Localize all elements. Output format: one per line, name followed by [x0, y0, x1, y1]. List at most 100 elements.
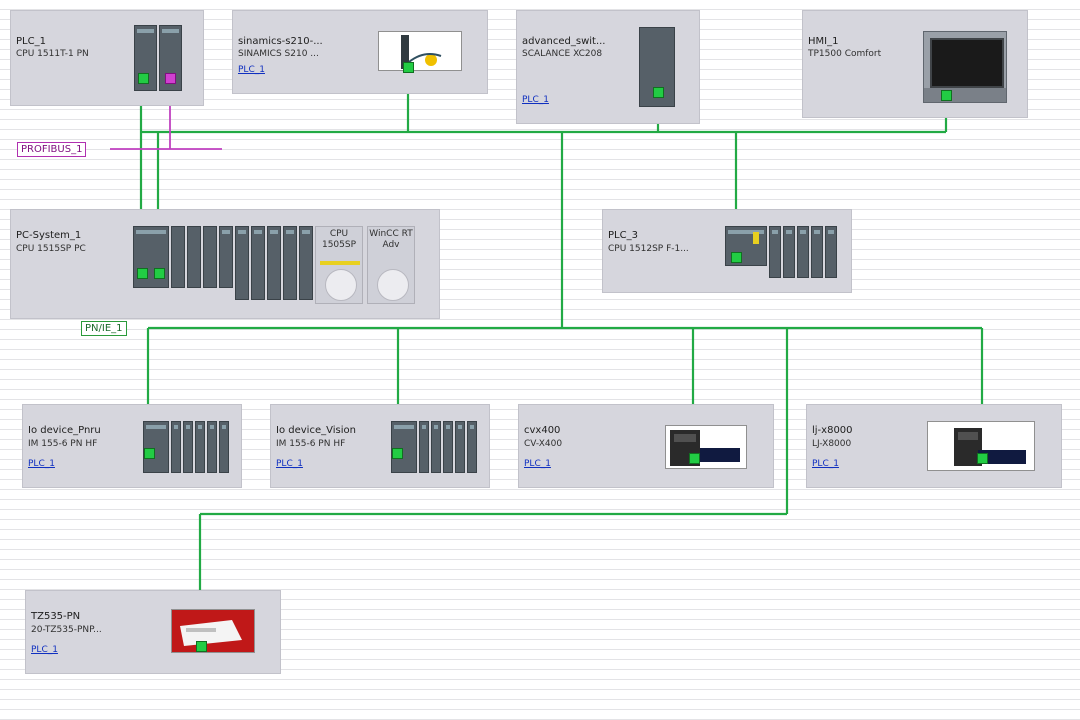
profinet-port[interactable] — [653, 87, 664, 98]
device-sinamics[interactable]: sinamics-s210-... SINAMICS S210 ... PLC_… — [232, 10, 488, 94]
cpu-panel-label: CPU 1505SP — [321, 229, 357, 250]
device-name: lj-x8000 — [812, 425, 853, 436]
io-module — [235, 226, 249, 300]
device-name: sinamics-s210-... — [238, 36, 323, 47]
io-module — [431, 421, 441, 473]
device-name: PC-System_1 — [16, 230, 82, 241]
io-module — [283, 226, 297, 300]
device-type: LJ-X8000 — [812, 439, 852, 449]
io-module — [251, 226, 265, 300]
io-module — [219, 421, 229, 473]
profinet-port[interactable] — [138, 73, 149, 84]
plc-link[interactable]: PLC_1 — [238, 65, 265, 75]
profinet-port[interactable] — [689, 453, 700, 464]
io-module — [183, 421, 193, 473]
status-led-icon — [753, 232, 759, 244]
plc-link[interactable]: PLC_1 — [524, 459, 551, 469]
hmi-screen — [930, 38, 1004, 88]
profinet-port[interactable] — [403, 62, 414, 73]
plc-link[interactable]: PLC_1 — [28, 459, 55, 469]
io-module — [187, 226, 201, 288]
io-module — [419, 421, 429, 473]
drive-image — [378, 31, 462, 71]
profinet-port[interactable] — [137, 268, 148, 279]
hmi-panel-image — [923, 31, 1007, 103]
hmi-base — [924, 88, 1006, 102]
interface-module — [391, 421, 417, 473]
io-module — [455, 421, 465, 473]
profinet-port[interactable] — [941, 90, 952, 101]
status-bar — [320, 261, 360, 265]
profinet-port[interactable] — [144, 448, 155, 459]
io-module — [299, 226, 313, 300]
device-type: SCALANCE XC208 — [522, 49, 603, 59]
wincc-rt-adv-panel[interactable]: WinCC RT Adv — [367, 226, 415, 304]
device-type: CPU 1511T-1 PN — [16, 49, 89, 59]
device-type: CPU 1515SP PC — [16, 244, 86, 254]
io-module — [783, 226, 795, 278]
io-module — [267, 226, 281, 300]
cpu-module — [159, 25, 182, 91]
device-name: PLC_1 — [16, 36, 46, 47]
profinet-network-label[interactable]: PN/IE_1 — [81, 321, 127, 336]
device-io-vision[interactable]: Io device_Vision IM 155-6 PN HF PLC_1 — [270, 404, 490, 488]
device-plc-1[interactable]: PLC_1 CPU 1511T-1 PN — [10, 10, 204, 106]
io-module — [171, 421, 181, 473]
device-plc-3[interactable]: PLC_3 CPU 1512SP F-1... — [602, 209, 852, 293]
io-module — [171, 226, 185, 288]
io-module — [769, 226, 781, 278]
plc-link[interactable]: PLC_1 — [31, 645, 58, 655]
interface-module — [143, 421, 169, 473]
device-cvx400[interactable]: cvx400 CV-X400 PLC_1 — [518, 404, 774, 488]
device-type: IM 155-6 PN HF — [276, 439, 346, 449]
io-module-rack — [143, 421, 229, 473]
plc-link[interactable]: PLC_1 — [812, 459, 839, 469]
switch-module — [639, 27, 675, 107]
cpu-1505sp-panel[interactable]: CPU 1505SP — [315, 226, 363, 304]
device-name: TZ535-PN — [31, 611, 81, 622]
device-type: TP1500 Comfort — [808, 49, 882, 59]
plc-link[interactable]: PLC_1 — [276, 459, 303, 469]
device-io-pnrtu[interactable]: Io device_Pnru IM 155-6 PN HF PLC_1 — [22, 404, 242, 488]
device-type: SINAMICS S210 ... — [238, 49, 319, 59]
io-module — [811, 226, 823, 278]
profibus-port[interactable] — [165, 73, 176, 84]
io-module — [207, 421, 217, 473]
printer-image — [171, 609, 255, 653]
io-module — [203, 226, 217, 288]
device-name: Io device_Pnru — [28, 425, 101, 436]
device-name: PLC_3 — [608, 230, 638, 241]
device-advanced-switch[interactable]: advanced_swit... SCALANCE XC208 PLC_1 — [516, 10, 700, 124]
vision-controller-image — [665, 425, 747, 469]
device-name: HMI_1 — [808, 36, 839, 47]
profinet-port[interactable] — [392, 448, 403, 459]
io-module — [797, 226, 809, 278]
device-name: cvx400 — [524, 425, 561, 436]
wincc-disc-icon — [377, 269, 409, 301]
cpu-disc-icon — [325, 269, 357, 301]
device-pc-system-1[interactable]: PC-System_1 CPU 1515SP PC CPU 1505SP Win… — [10, 209, 440, 319]
io-module-rack — [133, 226, 329, 300]
io-module — [219, 226, 233, 288]
device-hmi-1[interactable]: HMI_1 TP1500 Comfort — [802, 10, 1028, 118]
io-module — [443, 421, 453, 473]
device-type: CV-X400 — [524, 439, 563, 449]
device-type: CPU 1512SP F-1... — [608, 244, 689, 254]
profinet-port[interactable] — [154, 268, 165, 279]
profinet-port[interactable] — [196, 641, 207, 652]
plc-link[interactable]: PLC_1 — [522, 95, 549, 105]
profibus-network-label[interactable]: PROFIBUS_1 — [17, 142, 87, 157]
io-module — [195, 421, 205, 473]
device-tz535[interactable]: TZ535-PN 20-TZ535-PNP... PLC_1 — [25, 590, 281, 674]
io-module-rack — [391, 421, 477, 473]
wincc-panel-label: WinCC RT Adv — [369, 229, 413, 250]
device-type: IM 155-6 PN HF — [28, 439, 98, 449]
profinet-port[interactable] — [731, 252, 742, 263]
io-module — [467, 421, 477, 473]
device-ljx8000[interactable]: lj-x8000 LJ-X8000 PLC_1 — [806, 404, 1062, 488]
device-name: Io device_Vision — [276, 425, 356, 436]
profinet-port[interactable] — [977, 453, 988, 464]
device-name: advanced_swit... — [522, 36, 606, 47]
device-type: 20-TZ535-PNP... — [31, 625, 102, 635]
io-module — [825, 226, 837, 278]
